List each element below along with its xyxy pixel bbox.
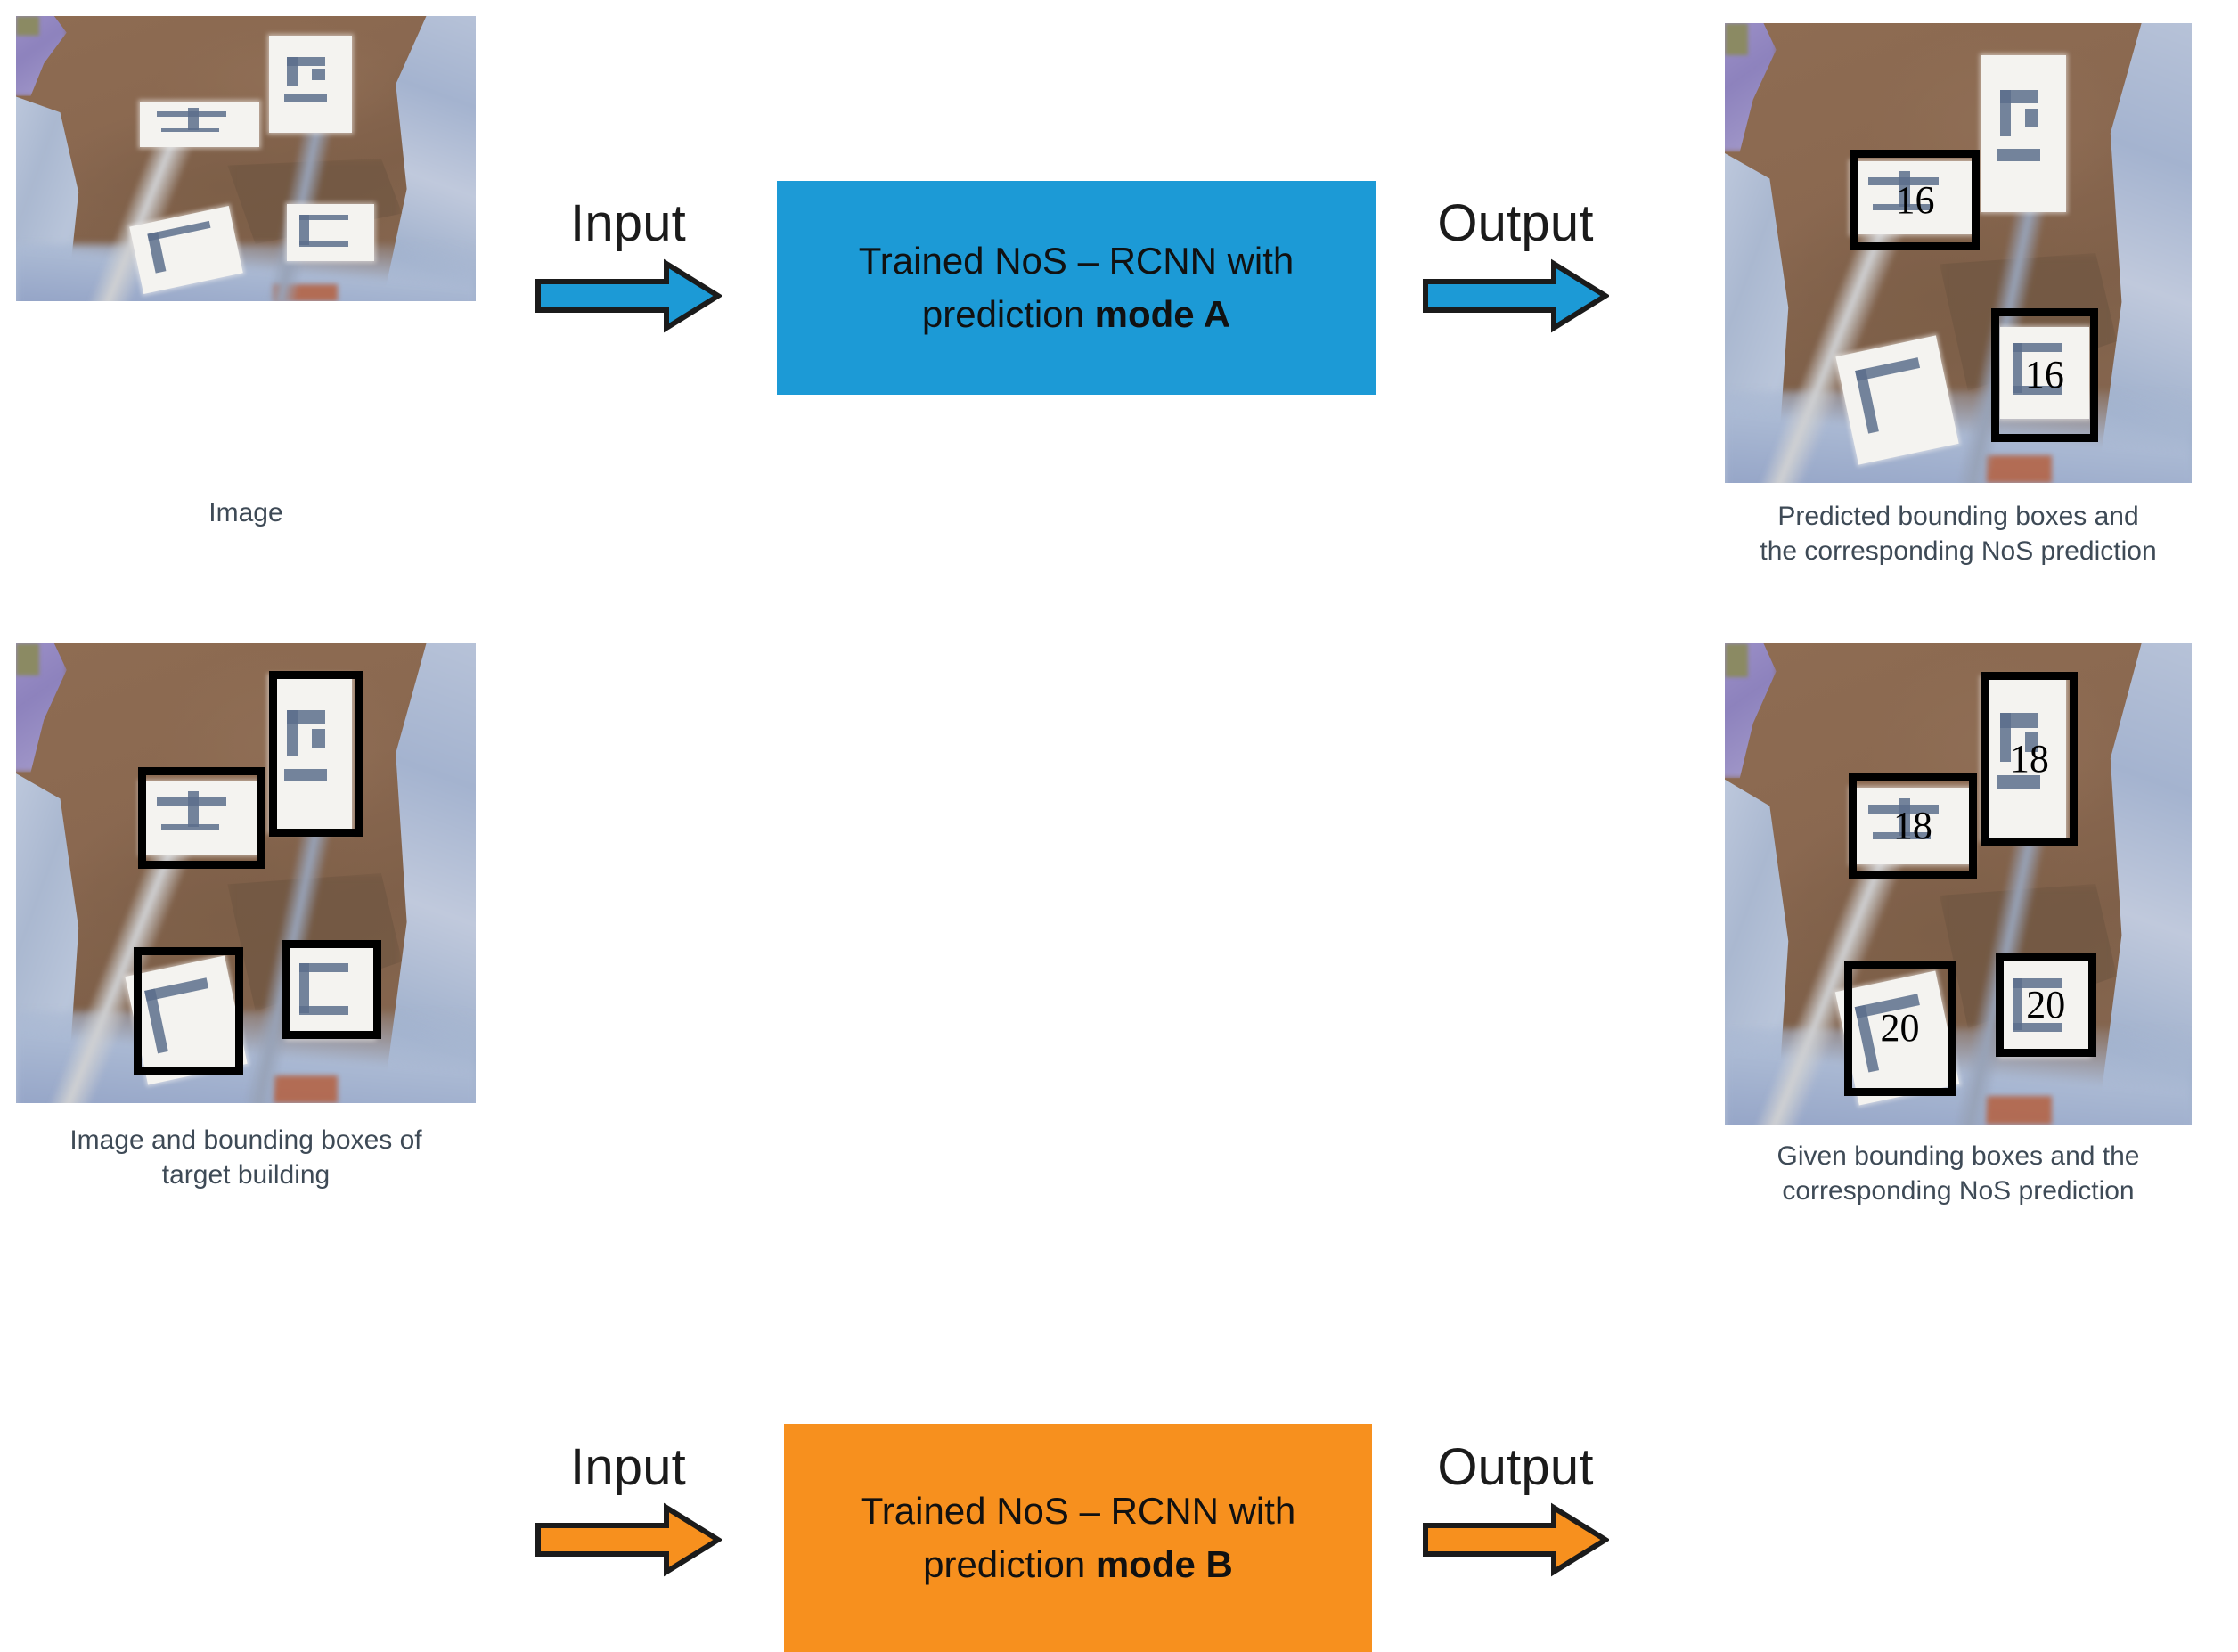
input-image-panel-b (16, 643, 476, 1103)
building-roof (287, 946, 375, 1039)
nos-prediction-label: 18 (2009, 736, 2049, 781)
caption-output-a: Predicted bounding boxes and the corresp… (1760, 502, 2157, 566)
building-roof (1981, 55, 2066, 212)
building-roof (2000, 326, 2089, 419)
output-arrow-label-a: Output (1437, 194, 1594, 252)
output-arrow-group-b: Output (1422, 1442, 1609, 1577)
process-box-mode-b: Trained NoS – RCNN with prediction mode … (784, 1424, 1372, 1652)
building-roof (1850, 160, 1973, 235)
nos-prediction-label: 16 (1895, 177, 1935, 222)
caption-output-b: Given bounding boxes and the correspondi… (1777, 1141, 2140, 1206)
process-box-mode-a: Trained NoS – RCNN with prediction mode … (777, 181, 1376, 395)
process-box-b-mode: mode B (1095, 1543, 1233, 1585)
output-arrow-icon (1423, 258, 1609, 333)
satellite-image-b-output: 18 18 20 20 (1725, 643, 2192, 1125)
building-roof (287, 204, 375, 262)
bounding-box: 20 (1843, 961, 1956, 1096)
terrain-red-roof (273, 1075, 339, 1103)
bounding-box: 16 (1990, 307, 2099, 442)
terrain-red-roof (1986, 1095, 2052, 1125)
building-roof (268, 675, 352, 832)
building-roof (268, 36, 352, 134)
output-arrow-group-a: Output (1422, 198, 1609, 333)
process-box-a-line1: Trained NoS – RCNN with (858, 240, 1295, 282)
caption-input-a: Image (208, 498, 283, 527)
terrain-red-roof (1986, 455, 2052, 483)
bounding-box: 16 (1850, 149, 1980, 251)
nos-prediction-label: 20 (1880, 1005, 1920, 1050)
terrain-olive-patch (1725, 643, 1749, 677)
input-arrow-icon (535, 1502, 722, 1577)
output-image-panel-b: 18 18 20 20 (1725, 643, 2192, 1125)
process-box-b-line1: Trained NoS – RCNN with (860, 1490, 1296, 1533)
bounding-box: 18 (1981, 672, 2078, 846)
input-arrow-group-b: Input (535, 1442, 722, 1577)
bounding-box: 18 (1848, 773, 1977, 879)
terrain-olive-patch (1725, 23, 1749, 56)
pipeline-row-mode-b: Image and bounding boxes of target build… (0, 624, 2238, 1652)
nos-prediction-label: 20 (2026, 983, 2066, 1027)
input-arrow-group-a: Input (535, 198, 722, 333)
caption-input-b: Image and bounding boxes of target build… (69, 1125, 422, 1190)
building-roof (140, 781, 260, 855)
process-box-b-line2-prefix: prediction (923, 1543, 1096, 1585)
building-roof (2000, 961, 2089, 1058)
bounding-box: 20 (1995, 953, 2096, 1058)
terrain-urban-bottom (16, 244, 476, 301)
satellite-image-a-input (16, 16, 476, 301)
bounding-box (137, 767, 265, 869)
output-arrow-label-b: Output (1437, 1438, 1594, 1496)
bounding-box (282, 939, 382, 1039)
pipeline-row-mode-a: Image Input Trained NoS – RCNN with pred… (0, 0, 2238, 588)
process-box-a-mode: mode A (1094, 293, 1231, 335)
nos-prediction-label: 18 (1892, 804, 1932, 848)
input-arrow-label-b: Input (570, 1438, 686, 1496)
input-arrow-label-a: Input (570, 194, 686, 252)
building-roof (1850, 788, 1973, 865)
process-box-a-line2-prefix: prediction (921, 293, 1095, 335)
satellite-image-b-input (16, 643, 476, 1103)
bounding-box (133, 946, 244, 1076)
output-arrow-icon (1423, 1502, 1609, 1577)
nos-prediction-label: 16 (2024, 352, 2064, 397)
input-arrow-icon (535, 258, 722, 333)
bounding-box (268, 670, 363, 837)
terrain-olive-patch (16, 643, 39, 676)
terrain-olive-patch (16, 16, 39, 37)
input-image-panel-a (16, 16, 476, 301)
building-roof (1981, 676, 2066, 841)
building-roof (140, 102, 260, 148)
